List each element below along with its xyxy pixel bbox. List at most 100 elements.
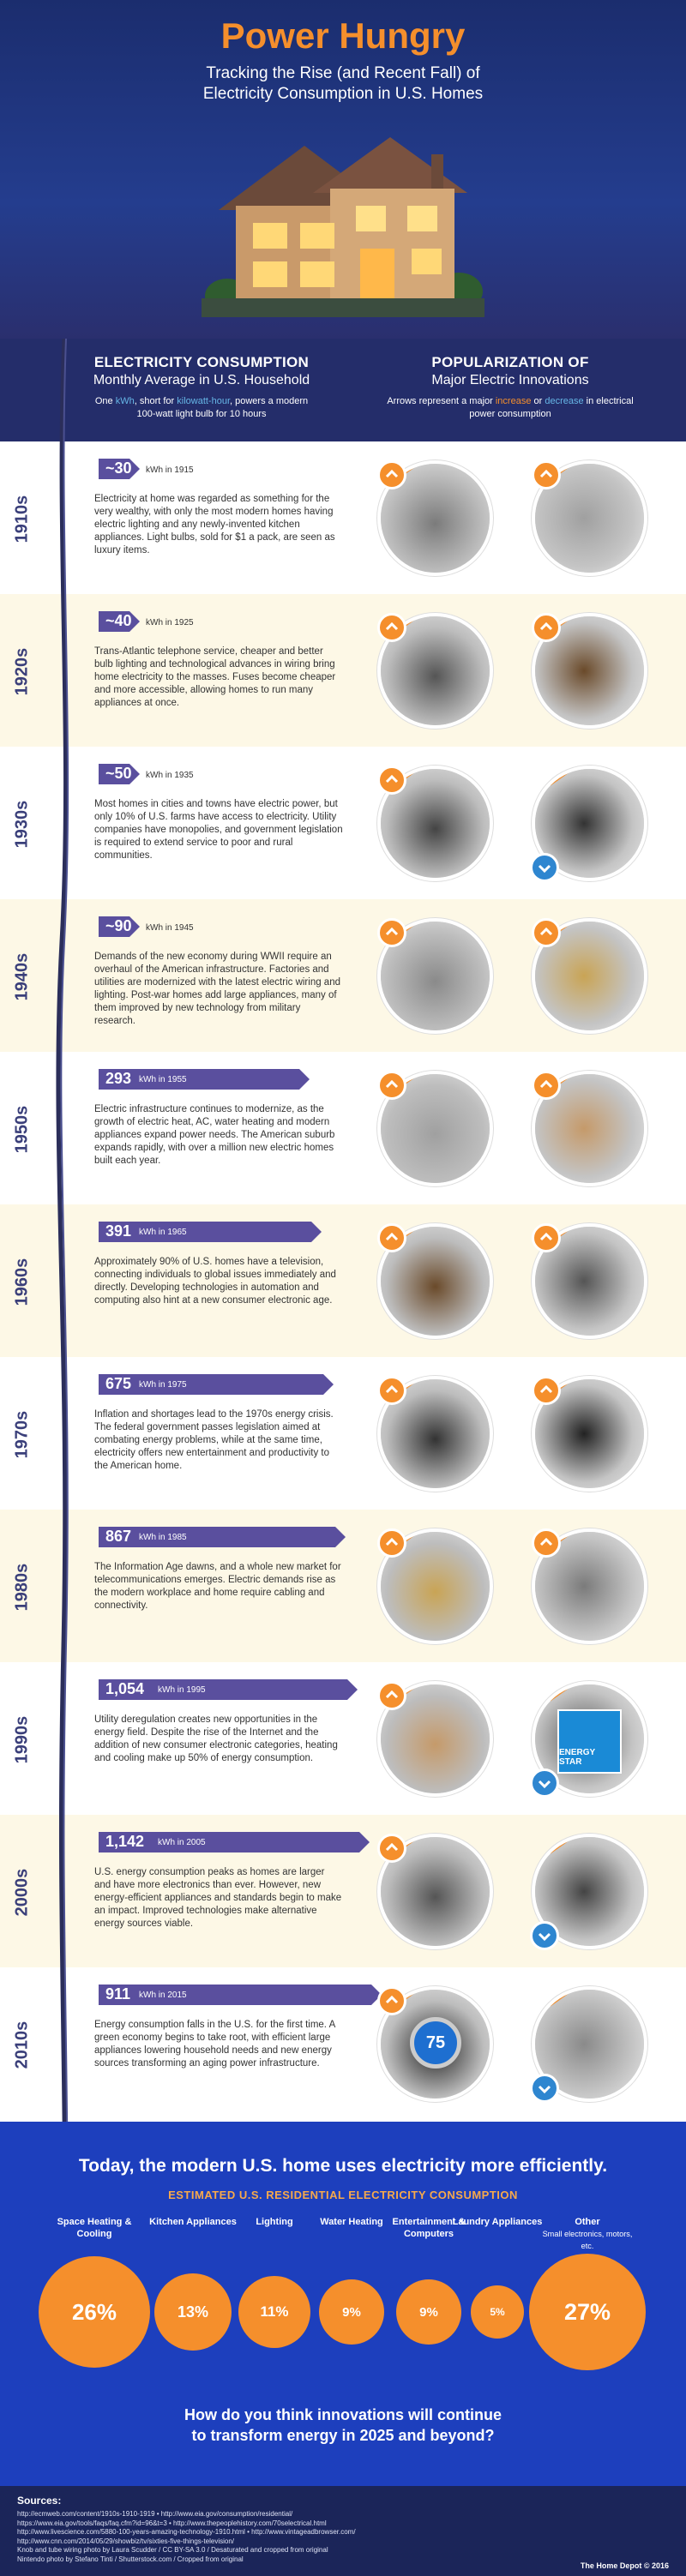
decade-description: Most homes in cities and towns have elec… xyxy=(94,799,343,861)
kwh-unit: kWh in 1965 xyxy=(139,1228,187,1237)
innovation-photo: Knob and tube wiring xyxy=(532,460,647,576)
innovation-photo: Clothes irons xyxy=(377,613,493,729)
kwh-bar: ~40 xyxy=(99,611,140,632)
kwh-unit: kWh in 2015 xyxy=(139,1991,187,2000)
decade-label: 2000s xyxy=(12,1868,32,1916)
increase-arrow-icon xyxy=(532,613,561,642)
decade-description: U.S. energy consumption peaks as homes a… xyxy=(94,1867,342,1929)
decade-description: Approximately 90% of U.S. homes have a t… xyxy=(94,1257,336,1306)
category-label: Space Heating & Cooling xyxy=(57,2217,132,2239)
kwh-value: 1,054 xyxy=(105,1680,145,1697)
decade-label: 1960s xyxy=(12,1258,32,1306)
kwh-bar: 867 kWh in 1985 xyxy=(99,1527,346,1547)
page-title: Power Hungry xyxy=(220,15,466,56)
decrease-arrow-icon xyxy=(530,1921,559,1950)
decade-description: Energy consumption falls in the U.S. for… xyxy=(94,2020,335,2069)
kwh-value: ~90 xyxy=(105,917,132,934)
increase-arrow-icon xyxy=(377,1681,406,1710)
kwh-unit: kWh in 1995 xyxy=(158,1685,206,1695)
decade-section: 1930s ~50 kWh in 1935 Most homes in citi… xyxy=(0,747,686,899)
decade-label: 1930s xyxy=(12,800,32,848)
increase-arrow-icon xyxy=(532,1376,561,1405)
source-line[interactable]: Knob and tube wiring photo by Laura Scud… xyxy=(17,2546,328,2554)
decade-section: 1970s 675 kWh in 1975 Inflation and shor… xyxy=(0,1357,686,1510)
source-line[interactable]: Nintendo photo by Stefano Tinti / Shutte… xyxy=(17,2555,244,2563)
innovations-header: POPULARIZATION OF Major Electric Innovat… xyxy=(387,354,634,419)
category-label: Kitchen Appliances xyxy=(149,2217,237,2227)
decade-label: 1940s xyxy=(12,952,32,1000)
copyright-credit: The Home Depot © 2016 xyxy=(580,2561,669,2570)
innovation-photo: Radio sets xyxy=(532,613,647,729)
decade-label: 1980s xyxy=(12,1563,32,1611)
increase-arrow-icon xyxy=(377,1223,406,1252)
page-subtitle: Tracking the Rise (and Recent Fall) of E… xyxy=(202,64,484,103)
kwh-bar: 1,054 kWh in 1995 xyxy=(99,1679,358,1700)
kwh-value: 867 xyxy=(105,1528,132,1545)
decrease-arrow-icon xyxy=(530,853,559,882)
increase-arrow-icon xyxy=(532,918,561,947)
decade-description: Electric infrastructure continues to mod… xyxy=(94,1104,335,1166)
estimated-label: ESTIMATED U.S. RESIDENTIAL ELECTRICITY C… xyxy=(168,2189,518,2201)
consumption-bubble: 9% xyxy=(396,2279,461,2345)
house-illustration xyxy=(202,137,484,317)
consumption-bubble: 5% xyxy=(471,2285,524,2339)
kwh-value: 675 xyxy=(105,1375,132,1392)
category-label: Lighting xyxy=(256,2217,293,2227)
current-consumption-section: Today, the modern U.S. home uses electri… xyxy=(0,2122,686,2486)
decade-label: 1990s xyxy=(12,1715,32,1763)
sources-title: Sources: xyxy=(17,2495,62,2507)
source-line[interactable]: http://www.livescience.com/5880-100-year… xyxy=(17,2528,356,2536)
decade-section: 1910s ~30 kWh in 1915 Electricity at hom… xyxy=(0,441,686,594)
arrows-note: Arrows represent a major increase or dec… xyxy=(387,396,634,419)
kwh-bar: 293 kWh in 1955 xyxy=(99,1069,310,1090)
decade-description: Inflation and shortages lead to the 1970… xyxy=(94,1409,334,1471)
kwh-unit: kWh in 1945 xyxy=(146,923,194,933)
sources-footer: Sources: http://ecmweb.com/content/1910s… xyxy=(0,2486,686,2576)
kwh-unit: kWh in 1935 xyxy=(146,771,194,780)
kwh-value: 293 xyxy=(105,1070,132,1087)
increase-arrow-icon xyxy=(377,766,406,795)
category-label: Water Heating xyxy=(320,2217,383,2227)
innovation-photo: Refrigerators xyxy=(377,918,493,1034)
energy-star-logo: ENERGY STAR xyxy=(557,1709,622,1774)
consumption-bubble: 9% xyxy=(319,2279,384,2345)
source-line[interactable]: http://www.cnn.com/2014/05/29/showbiz/tv… xyxy=(17,2537,235,2545)
kwh-bar: ~90 xyxy=(99,916,140,937)
consumption-bubble: 26% xyxy=(39,2256,150,2368)
decade-section: 1980s 867 kWh in 1985 The Information Ag… xyxy=(0,1510,686,1662)
consumption-bubble: 13% xyxy=(154,2273,232,2351)
decade-description: The Information Age dawns, and a whole n… xyxy=(94,1562,341,1611)
increase-arrow-icon xyxy=(377,460,406,489)
consumption-bubble: 27% xyxy=(529,2254,646,2370)
decade-section: 2010s 911 kWh in 2015 Energy consumption… xyxy=(0,1967,686,2120)
increase-arrow-icon xyxy=(377,613,406,642)
decade-label: 1910s xyxy=(12,495,32,543)
kwh-bar: 1,142 kWh in 2005 xyxy=(99,1832,370,1852)
consumption-header: ELECTRICITY CONSUMPTION Monthly Average … xyxy=(86,354,317,421)
kwh-bar: 911 kWh in 2015 xyxy=(99,1985,382,2005)
category-label: Entertainment & Computers xyxy=(392,2217,466,2239)
kwh-bar: 675 kWh in 1975 xyxy=(99,1374,334,1395)
kwh-value: ~40 xyxy=(105,612,132,629)
category-label: Laundry Appliances xyxy=(452,2217,543,2227)
increase-arrow-icon xyxy=(532,1528,561,1558)
innovation-photo: Personal computers xyxy=(377,1528,493,1644)
kwh-unit: kWh in 1985 xyxy=(139,1533,187,1542)
kwh-value: ~50 xyxy=(105,765,132,782)
kwh-note: One kWh, short for kilowatt-hour, powers… xyxy=(94,396,309,419)
decade-label: 1920s xyxy=(12,647,32,695)
source-line[interactable]: http://ecmweb.com/content/1910s-1910-191… xyxy=(17,2510,293,2518)
decade-label: 1950s xyxy=(12,1105,32,1153)
today-headline: Today, the modern U.S. home uses electri… xyxy=(78,2156,608,2176)
kwh-value: ~30 xyxy=(105,459,132,477)
source-line[interactable]: https://www.eia.gov/tools/faqs/faq.cfm?i… xyxy=(17,2519,327,2527)
closing-question: How do you think innovations will contin… xyxy=(184,2406,502,2444)
consumption-bubble: 11% xyxy=(238,2276,310,2348)
increase-arrow-icon xyxy=(377,1071,406,1100)
increase-arrow-icon xyxy=(532,460,561,489)
decrease-arrow-icon xyxy=(530,1768,559,1798)
decade-section: 1950s 293 kWh in 1955 Electric infrastru… xyxy=(0,1052,686,1204)
increase-arrow-icon xyxy=(532,1071,561,1100)
decade-label: 1970s xyxy=(12,1410,32,1458)
